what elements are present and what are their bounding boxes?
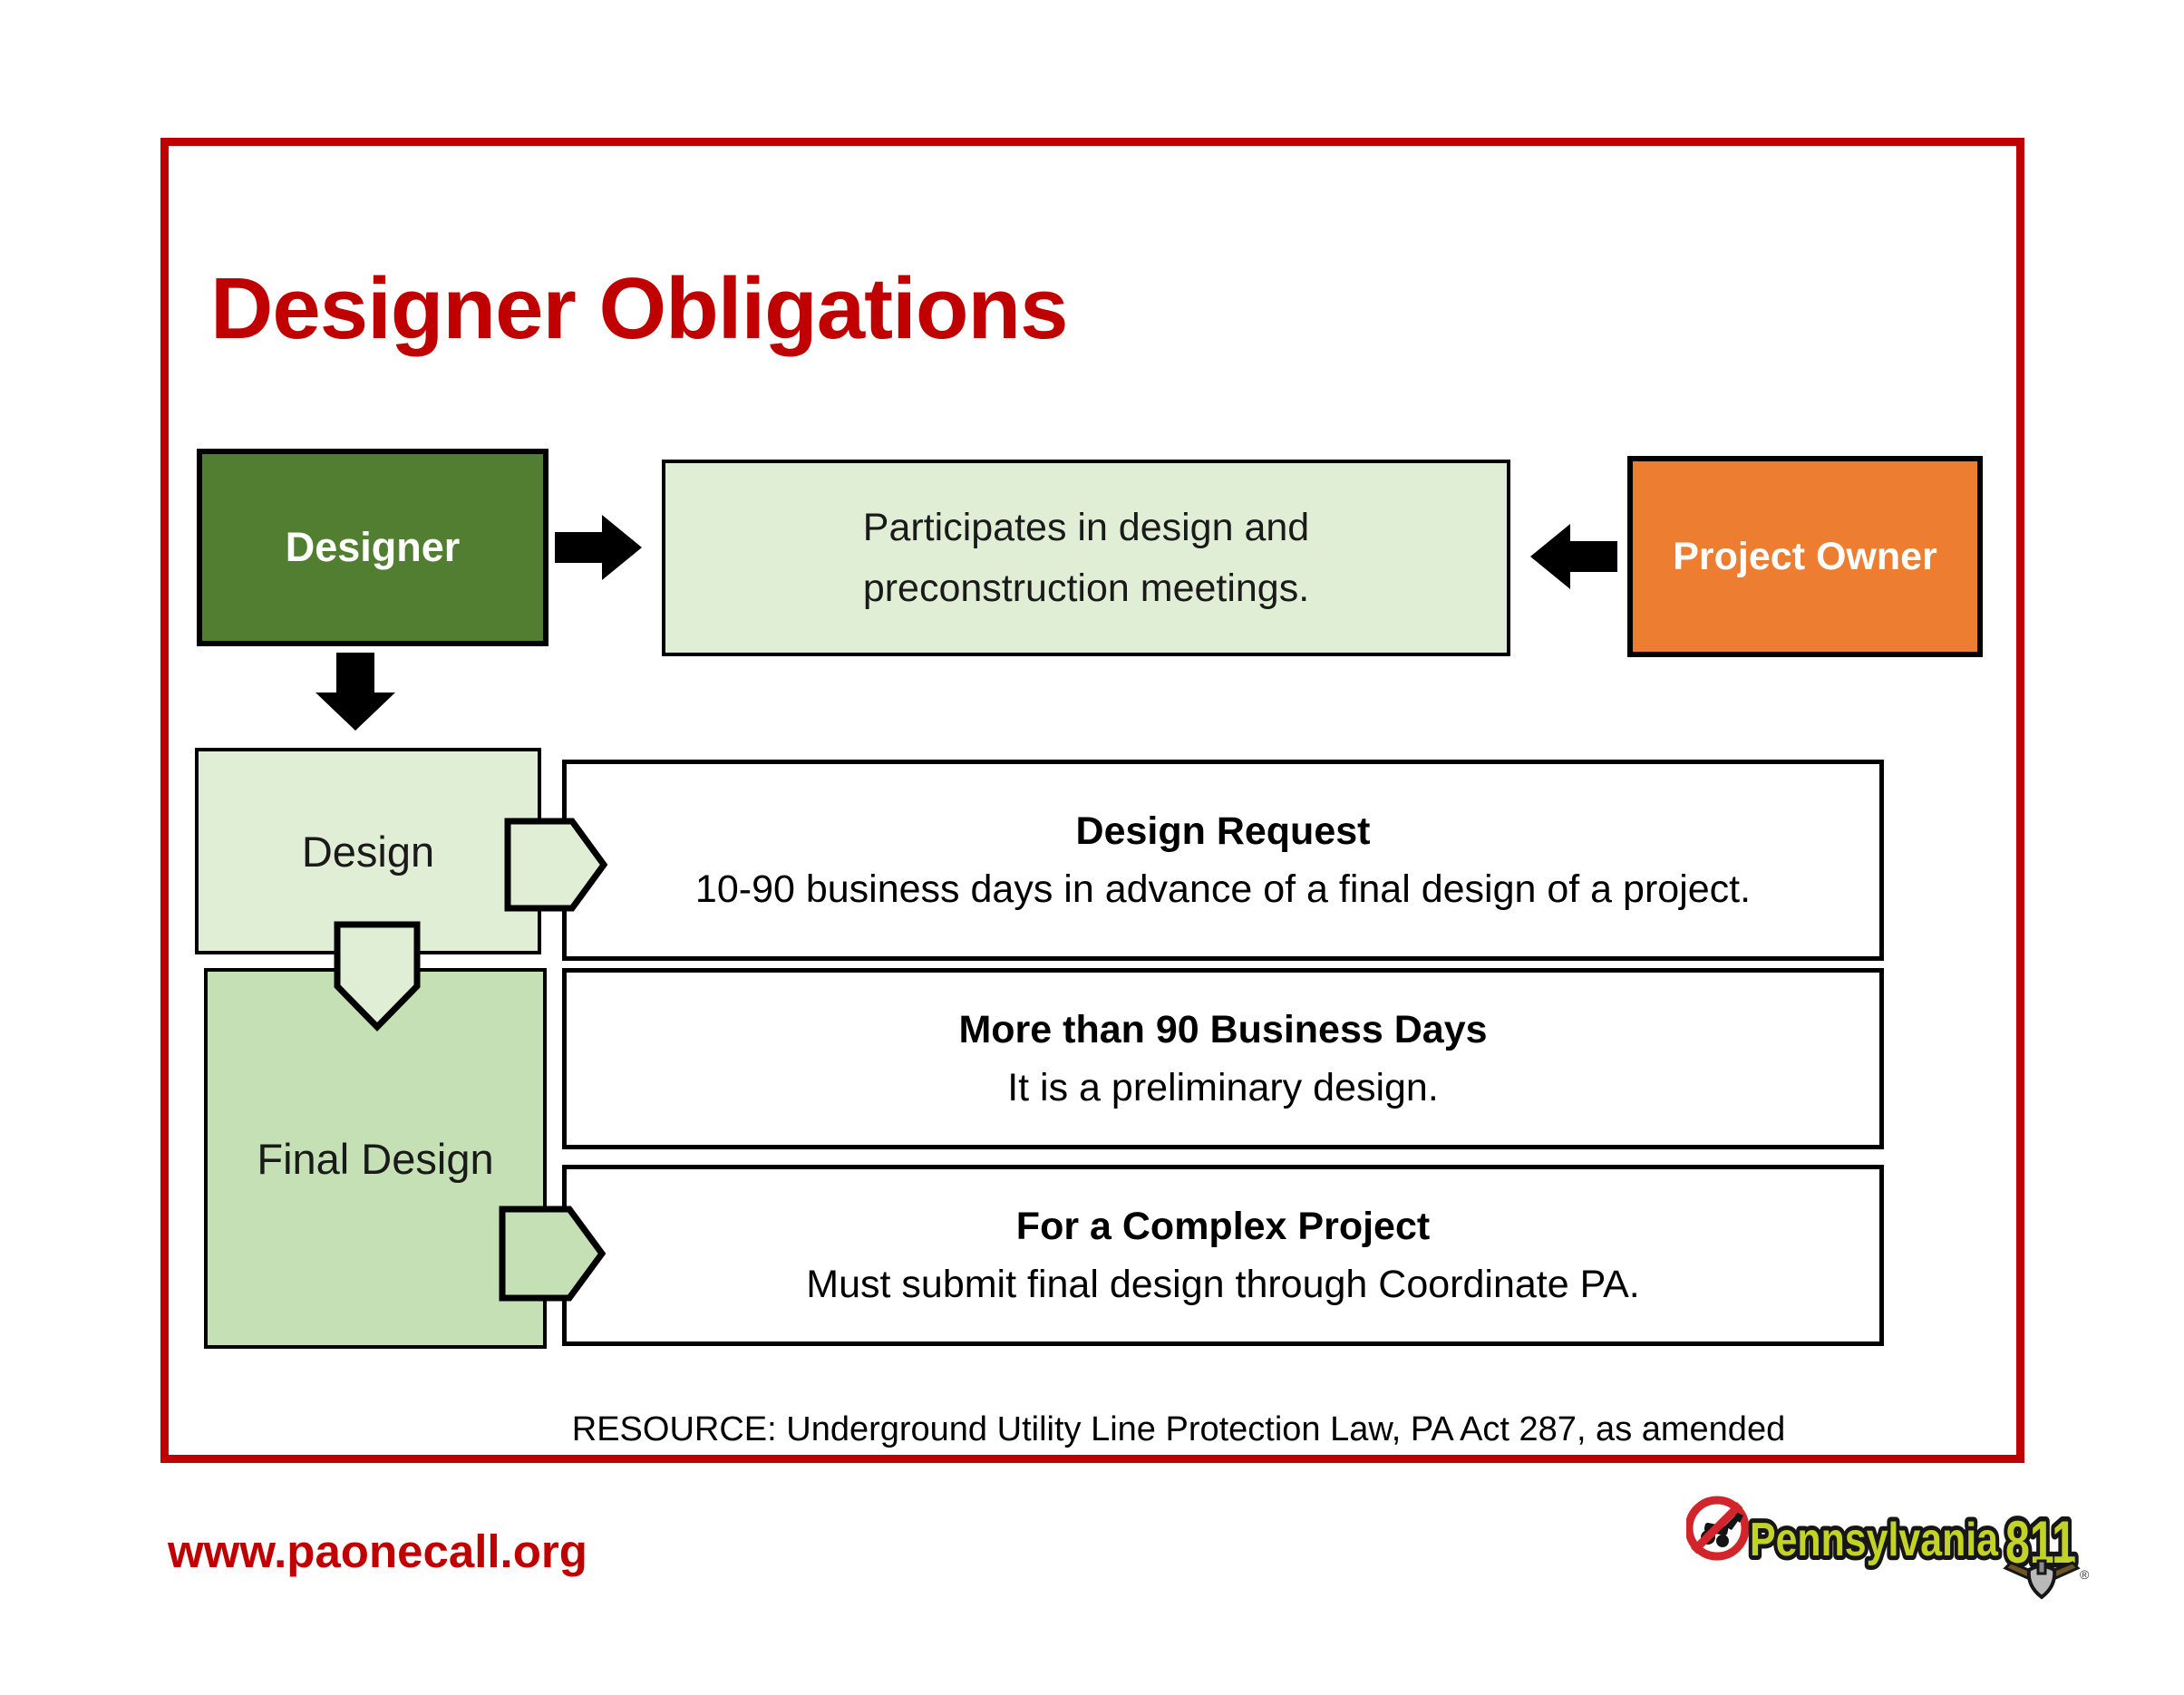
participates-line-1: Participates in design and	[862, 505, 1310, 549]
callout-design-request: Design Request 10-90 business days in ad…	[562, 760, 1884, 961]
callout-complex-project-body: Must submit final design through Coordin…	[806, 1263, 1640, 1306]
pentagon-arrow-down-icon	[334, 921, 421, 1032]
no-dig-icon	[1686, 1496, 1750, 1561]
arrow-right-icon	[555, 515, 642, 580]
project-owner-node-label: Project Owner	[1673, 534, 1937, 578]
page-title: Designer Obligations	[210, 260, 1068, 357]
participates-node: Participates in design and preconstructi…	[662, 460, 1510, 656]
callout-complex-project-title: For a Complex Project	[1015, 1204, 1431, 1248]
callout-design-request-body: 10-90 business days in advance of a fina…	[694, 867, 1752, 911]
callout-design-request-title: Design Request	[1075, 809, 1371, 853]
arrow-down-icon	[315, 653, 395, 731]
website-url: www.paonecall.org	[168, 1526, 587, 1577]
designer-node-label: Designer	[285, 524, 461, 570]
final-design-node: Final Design	[204, 968, 547, 1349]
arrow-left-icon	[1530, 524, 1617, 589]
design-node-label: Design	[301, 827, 435, 876]
resource-note: RESOURCE: Underground Utility Line Prote…	[571, 1410, 1786, 1448]
callout-more-than-90: More than 90 Business Days It is a preli…	[562, 968, 1884, 1149]
participates-line-2: preconstruction meetings.	[862, 566, 1310, 610]
callout-more-than-90-body: It is a preliminary design.	[1007, 1066, 1439, 1109]
pentagon-arrow-right-icon	[499, 1206, 606, 1302]
design-node: Design	[195, 748, 541, 954]
logo-registered-mark: ®	[2080, 1567, 2089, 1582]
callout-more-than-90-title: More than 90 Business Days	[958, 1007, 1488, 1051]
final-design-node-label: Final Design	[257, 1134, 494, 1183]
pentagon-arrow-right-icon	[504, 818, 607, 912]
logo-state-text: Pennsylvania	[1750, 1514, 1999, 1566]
project-owner-node: Project Owner	[1627, 456, 1983, 657]
designer-node: Designer	[197, 449, 548, 646]
shovel-icon	[2003, 1559, 2081, 1600]
pennsylvania-811-logo: Pennsylvania 811 ®	[1686, 1496, 2089, 1600]
callout-complex-project: For a Complex Project Must submit final …	[562, 1165, 1884, 1346]
